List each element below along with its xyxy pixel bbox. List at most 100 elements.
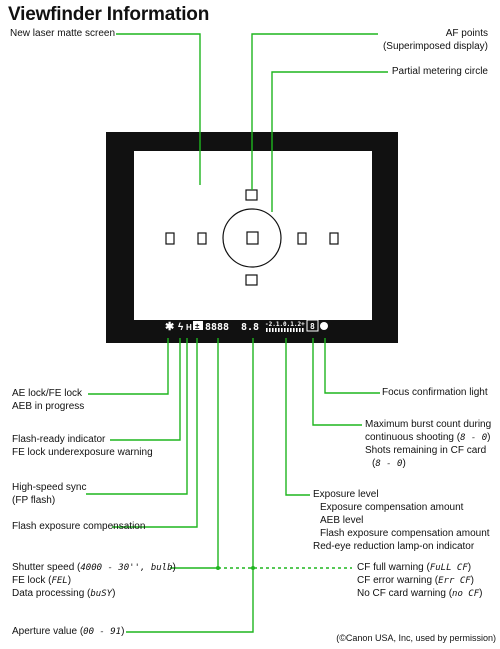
exposure-tick — [272, 328, 274, 332]
leader-dot-aperture — [251, 566, 255, 570]
no-cf-close: ) — [479, 588, 483, 599]
exposure-tick — [284, 328, 286, 332]
leader-partial-metering — [271, 71, 388, 212]
label-aperture: Aperture value (00 - 91) — [12, 626, 124, 638]
label-shots-remaining: Shots remaining in CF card — [365, 445, 487, 456]
continuous-text: continuous shooting ( — [365, 432, 461, 443]
label-af-points-sub: (Superimposed display) — [382, 41, 488, 52]
leader-af-points — [251, 33, 378, 190]
exposure-tick — [302, 328, 304, 332]
flash-ready-icon: ϟ — [178, 322, 184, 333]
data-proc-close: ) — [112, 588, 116, 599]
label-aeb-level: AEB level — [320, 515, 364, 526]
leader-exposure-level — [285, 338, 310, 496]
continuous-close: ) — [487, 432, 491, 443]
aperture-seg: 00 - 91 — [83, 627, 122, 637]
af-point-top — [245, 189, 258, 201]
label-cf-error: CF error warning (Err CF) — [357, 575, 474, 587]
label-aeb-progress: AEB in progress — [12, 401, 85, 412]
label-focus-confirm: Focus confirmation light — [382, 387, 488, 398]
label-no-cf: No CF card warning (no CF) — [357, 588, 482, 600]
cf-full-text: CF full warning ( — [357, 562, 430, 573]
label-exposure-comp: Exposure compensation amount — [320, 502, 464, 513]
af-point-right-outer — [329, 232, 339, 245]
exposure-tick — [278, 328, 280, 332]
leader-flash-ready — [110, 338, 181, 441]
leader-dot-shutter — [216, 566, 220, 570]
shutter-seg: 4000 - 30'', bulb — [80, 563, 173, 573]
label-continuous-shooting: continuous shooting (8 - 0) — [365, 432, 491, 444]
exposure-tick — [266, 328, 268, 332]
af-point-bottom — [245, 274, 258, 286]
leader-ae-lock — [88, 338, 169, 395]
cf-error-text: CF error warning ( — [357, 575, 439, 586]
cf-error-seg: Err CF — [438, 576, 471, 586]
shots-range-close: ) — [402, 458, 406, 469]
fe-lock-close: ) — [67, 575, 72, 586]
credit-line: (©Canon USA, Inc, used by permission) — [336, 633, 496, 643]
data-proc-text: Data processing ( — [12, 588, 91, 599]
flash-comp-icon-box — [193, 321, 203, 330]
cf-full-seg: FuLL CF — [429, 563, 468, 573]
label-fp-flash: (FP flash) — [12, 495, 56, 506]
shutter-close: ) — [172, 562, 176, 573]
cf-full-close: ) — [467, 562, 472, 573]
label-flash-comp: Flash exposure compensation — [12, 521, 146, 532]
af-point-left-inner — [197, 232, 207, 245]
no-cf-text: No CF card warning ( — [357, 588, 453, 599]
aperture-close: ) — [121, 626, 125, 637]
cf-error-close: ) — [470, 575, 474, 586]
fe-lock-text: FE lock ( — [12, 575, 52, 586]
label-matte-screen: New laser matte screen — [10, 28, 116, 39]
partial-metering-circle — [222, 208, 282, 268]
label-max-burst: Maximum burst count during — [365, 419, 492, 430]
af-point-right-inner — [297, 232, 307, 245]
label-fe-lock: FE lock (FEL) — [12, 575, 71, 587]
shutter-speed-digits: 8888 — [205, 322, 229, 333]
focus-confirm-icon — [320, 322, 328, 330]
leader-flash-comp — [112, 338, 198, 528]
exposure-tick — [290, 328, 292, 332]
continuous-seg: 8 - 0 — [460, 433, 488, 443]
shutter-text: Shutter speed ( — [12, 562, 81, 573]
label-high-speed: High-speed sync — [12, 482, 87, 493]
leader-aperture — [126, 338, 254, 633]
label-shots-range: (8 - 0) — [372, 458, 406, 470]
exposure-tick — [299, 328, 301, 332]
aperture-digits: 8.8 — [241, 322, 259, 333]
label-flash-ready: Flash-ready indicator — [12, 434, 106, 445]
af-point-center — [246, 231, 259, 245]
label-exposure-level: Exposure level — [313, 489, 379, 500]
leader-focus-confirm — [324, 338, 380, 394]
leader-matte-screen — [116, 33, 201, 185]
exposure-tick — [296, 328, 298, 332]
fe-lock-seg: FEL — [51, 576, 68, 586]
label-partial-metering: Partial metering circle — [391, 66, 488, 77]
label-shutter-speed: Shutter speed (4000 - 30'', bulb) — [12, 562, 176, 574]
leader-max-burst — [312, 338, 362, 426]
label-data-processing: Data processing (buSY) — [12, 588, 115, 600]
af-point-left-outer — [165, 232, 175, 245]
label-ae-lock: AE lock/FE lock — [12, 388, 83, 399]
exposure-tick — [293, 328, 295, 332]
leader-high-speed — [86, 338, 188, 495]
label-flash-exp-comp: Flash exposure compensation amount — [320, 528, 490, 539]
exposure-tick — [287, 328, 289, 332]
leader-shutter-speed — [170, 338, 219, 569]
aperture-text: Aperture value ( — [12, 626, 84, 637]
data-proc-seg: buSY — [90, 589, 113, 599]
label-cf-full: CF full warning (FuLL CF) — [357, 562, 471, 574]
label-red-eye: Red-eye reduction lamp-on indicator — [313, 541, 475, 552]
no-cf-seg: no CF — [452, 589, 480, 599]
exposure-scale-ticks — [266, 328, 304, 332]
exposure-tick — [281, 328, 283, 332]
shots-range-open: ( — [372, 458, 376, 469]
burst-count-digit: 8 — [310, 322, 315, 331]
label-fe-underexposure: FE lock underexposure warning — [12, 447, 153, 458]
high-speed-sync-icon: H — [186, 323, 192, 332]
flash-comp-icon: ± — [195, 322, 200, 331]
page-title: Viewfinder Information — [8, 4, 210, 25]
shots-range-seg: 8 - 0 — [375, 459, 403, 469]
